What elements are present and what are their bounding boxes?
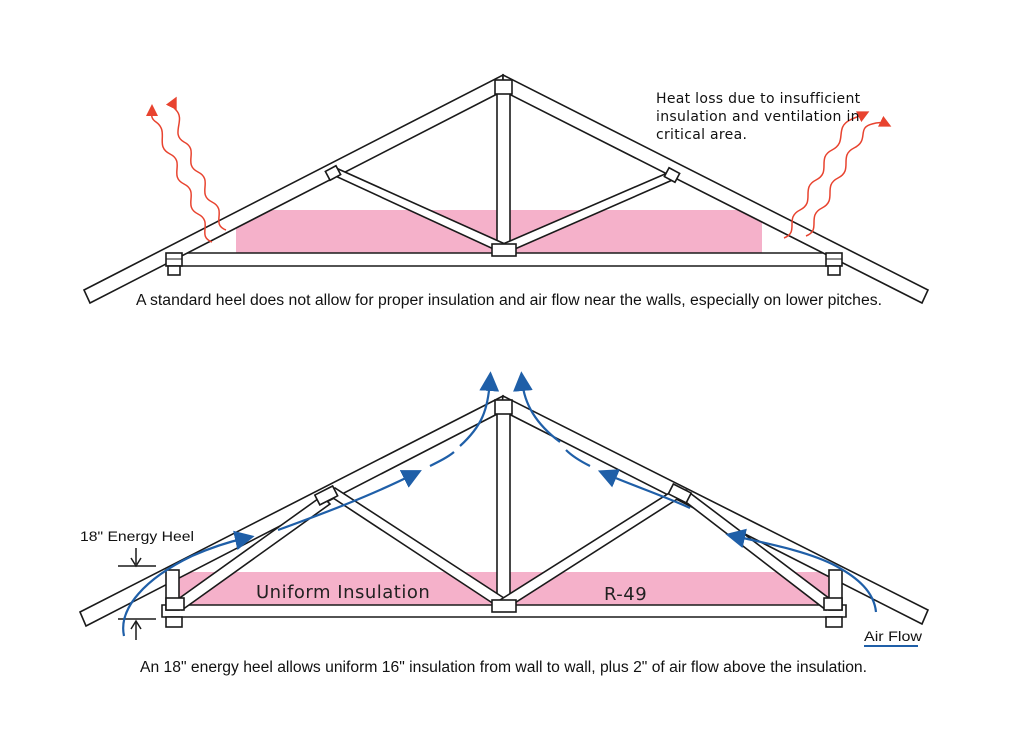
top-king-post (496, 87, 511, 254)
top-right-heel (825, 252, 843, 276)
bottom-peak-plate (494, 399, 513, 415)
bottom-king-post (496, 407, 511, 606)
bottom-center-plate (491, 599, 517, 613)
bottom-caption: An 18" energy heel allows uniform 16" in… (140, 659, 867, 676)
uniform-insulation-label: Uniform Insulation (256, 582, 430, 603)
left-air-flow-arrows (122, 371, 500, 637)
energy-heel-label: 18" Energy Heel (80, 528, 194, 544)
bottom-right-heel-plate (823, 597, 843, 611)
bottom-right-wall-top (825, 616, 843, 628)
left-heat-loss-arrows (145, 96, 227, 243)
bottom-left-wall-top (165, 616, 183, 628)
right-heat-loss-arrows (783, 111, 892, 239)
standard-heel-truss: Heat loss due to insufficient insulation… (82, 73, 930, 309)
bottom-left-panel-plate (313, 484, 339, 506)
top-left-top-chord (82, 73, 504, 305)
heat-loss-note: Heat loss due to insufficient insulation… (656, 91, 865, 143)
top-caption: A standard heel does not allow for prope… (136, 292, 882, 309)
right-air-flow-arrows (513, 371, 878, 613)
r-value-label: R-49 (604, 584, 647, 605)
top-left-heel (165, 252, 183, 276)
top-peak-plate (494, 79, 513, 95)
top-center-plate (491, 243, 517, 257)
bottom-right-panel-plate (667, 482, 693, 504)
top-right-web-plate (663, 166, 681, 184)
air-flow-label: Air Flow (864, 628, 923, 644)
energy-heel-truss: Uniform Insulation R-49 18" Energy Heel (78, 371, 930, 676)
bottom-left-heel-plate (165, 597, 185, 611)
top-left-web-plate (324, 164, 342, 182)
